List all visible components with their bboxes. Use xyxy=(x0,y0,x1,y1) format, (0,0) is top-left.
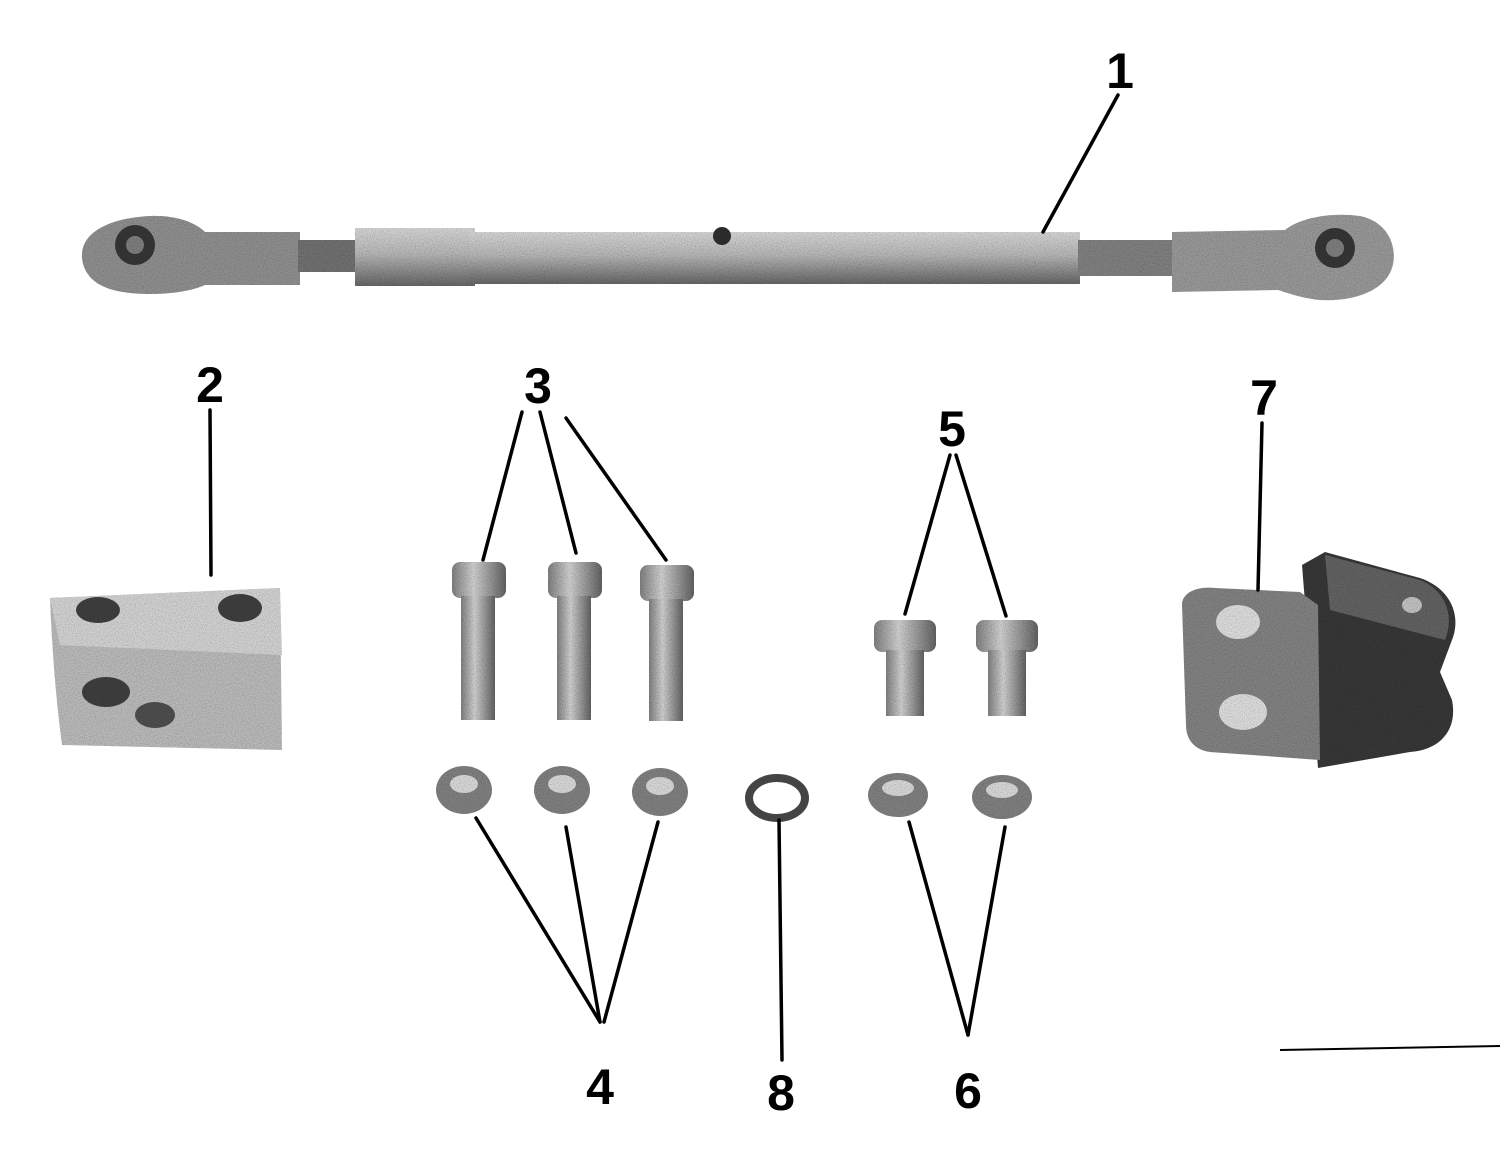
leader-1 xyxy=(1041,93,1120,234)
callout-5: 5 xyxy=(938,401,966,457)
bolt-3c xyxy=(640,565,694,721)
leader-6a xyxy=(907,820,970,1037)
leader-3b xyxy=(538,410,578,555)
callout-1: 1 xyxy=(1106,43,1134,99)
leader-3a xyxy=(481,410,524,562)
leader-4a xyxy=(474,816,602,1024)
nut-6b xyxy=(972,775,1032,819)
callout-4: 4 xyxy=(586,1059,614,1115)
part-2-clamp-block xyxy=(50,588,282,750)
bolt-5a xyxy=(874,620,936,716)
nut-4b xyxy=(534,766,590,814)
callout-8: 8 xyxy=(767,1065,795,1121)
part-8-ring xyxy=(745,774,809,822)
bolt-3a xyxy=(452,562,506,720)
leader-5a xyxy=(903,453,952,616)
stray-line xyxy=(1279,1045,1500,1051)
callout-6: 6 xyxy=(954,1063,982,1119)
callout-7: 7 xyxy=(1250,370,1278,426)
leader-2 xyxy=(208,408,213,577)
leader-4b xyxy=(564,825,602,1024)
callout-2: 2 xyxy=(196,357,224,413)
part-6-nuts xyxy=(868,773,1032,819)
part-1-tie-bar xyxy=(81,214,1394,301)
leader-7 xyxy=(1256,421,1264,592)
bolt-3b xyxy=(548,562,602,720)
leader-4c xyxy=(602,820,660,1024)
nut-4a xyxy=(436,766,492,814)
leader-3c xyxy=(564,416,668,562)
part-7-mounting-bracket xyxy=(1182,552,1456,768)
nut-4c xyxy=(632,768,688,816)
part-5-short-bolts xyxy=(874,620,1038,716)
nut-6a xyxy=(868,773,928,817)
leader-8 xyxy=(777,818,784,1062)
part-3-long-bolts xyxy=(452,562,694,721)
leader-lines xyxy=(208,93,1264,1062)
bolt-5b xyxy=(976,620,1038,716)
leader-5b xyxy=(954,453,1008,618)
callout-labels: 1 2 3 4 5 6 7 8 xyxy=(196,43,1278,1121)
part-4-nuts xyxy=(436,766,688,816)
callout-3: 3 xyxy=(524,358,552,414)
leader-6b xyxy=(966,825,1007,1037)
